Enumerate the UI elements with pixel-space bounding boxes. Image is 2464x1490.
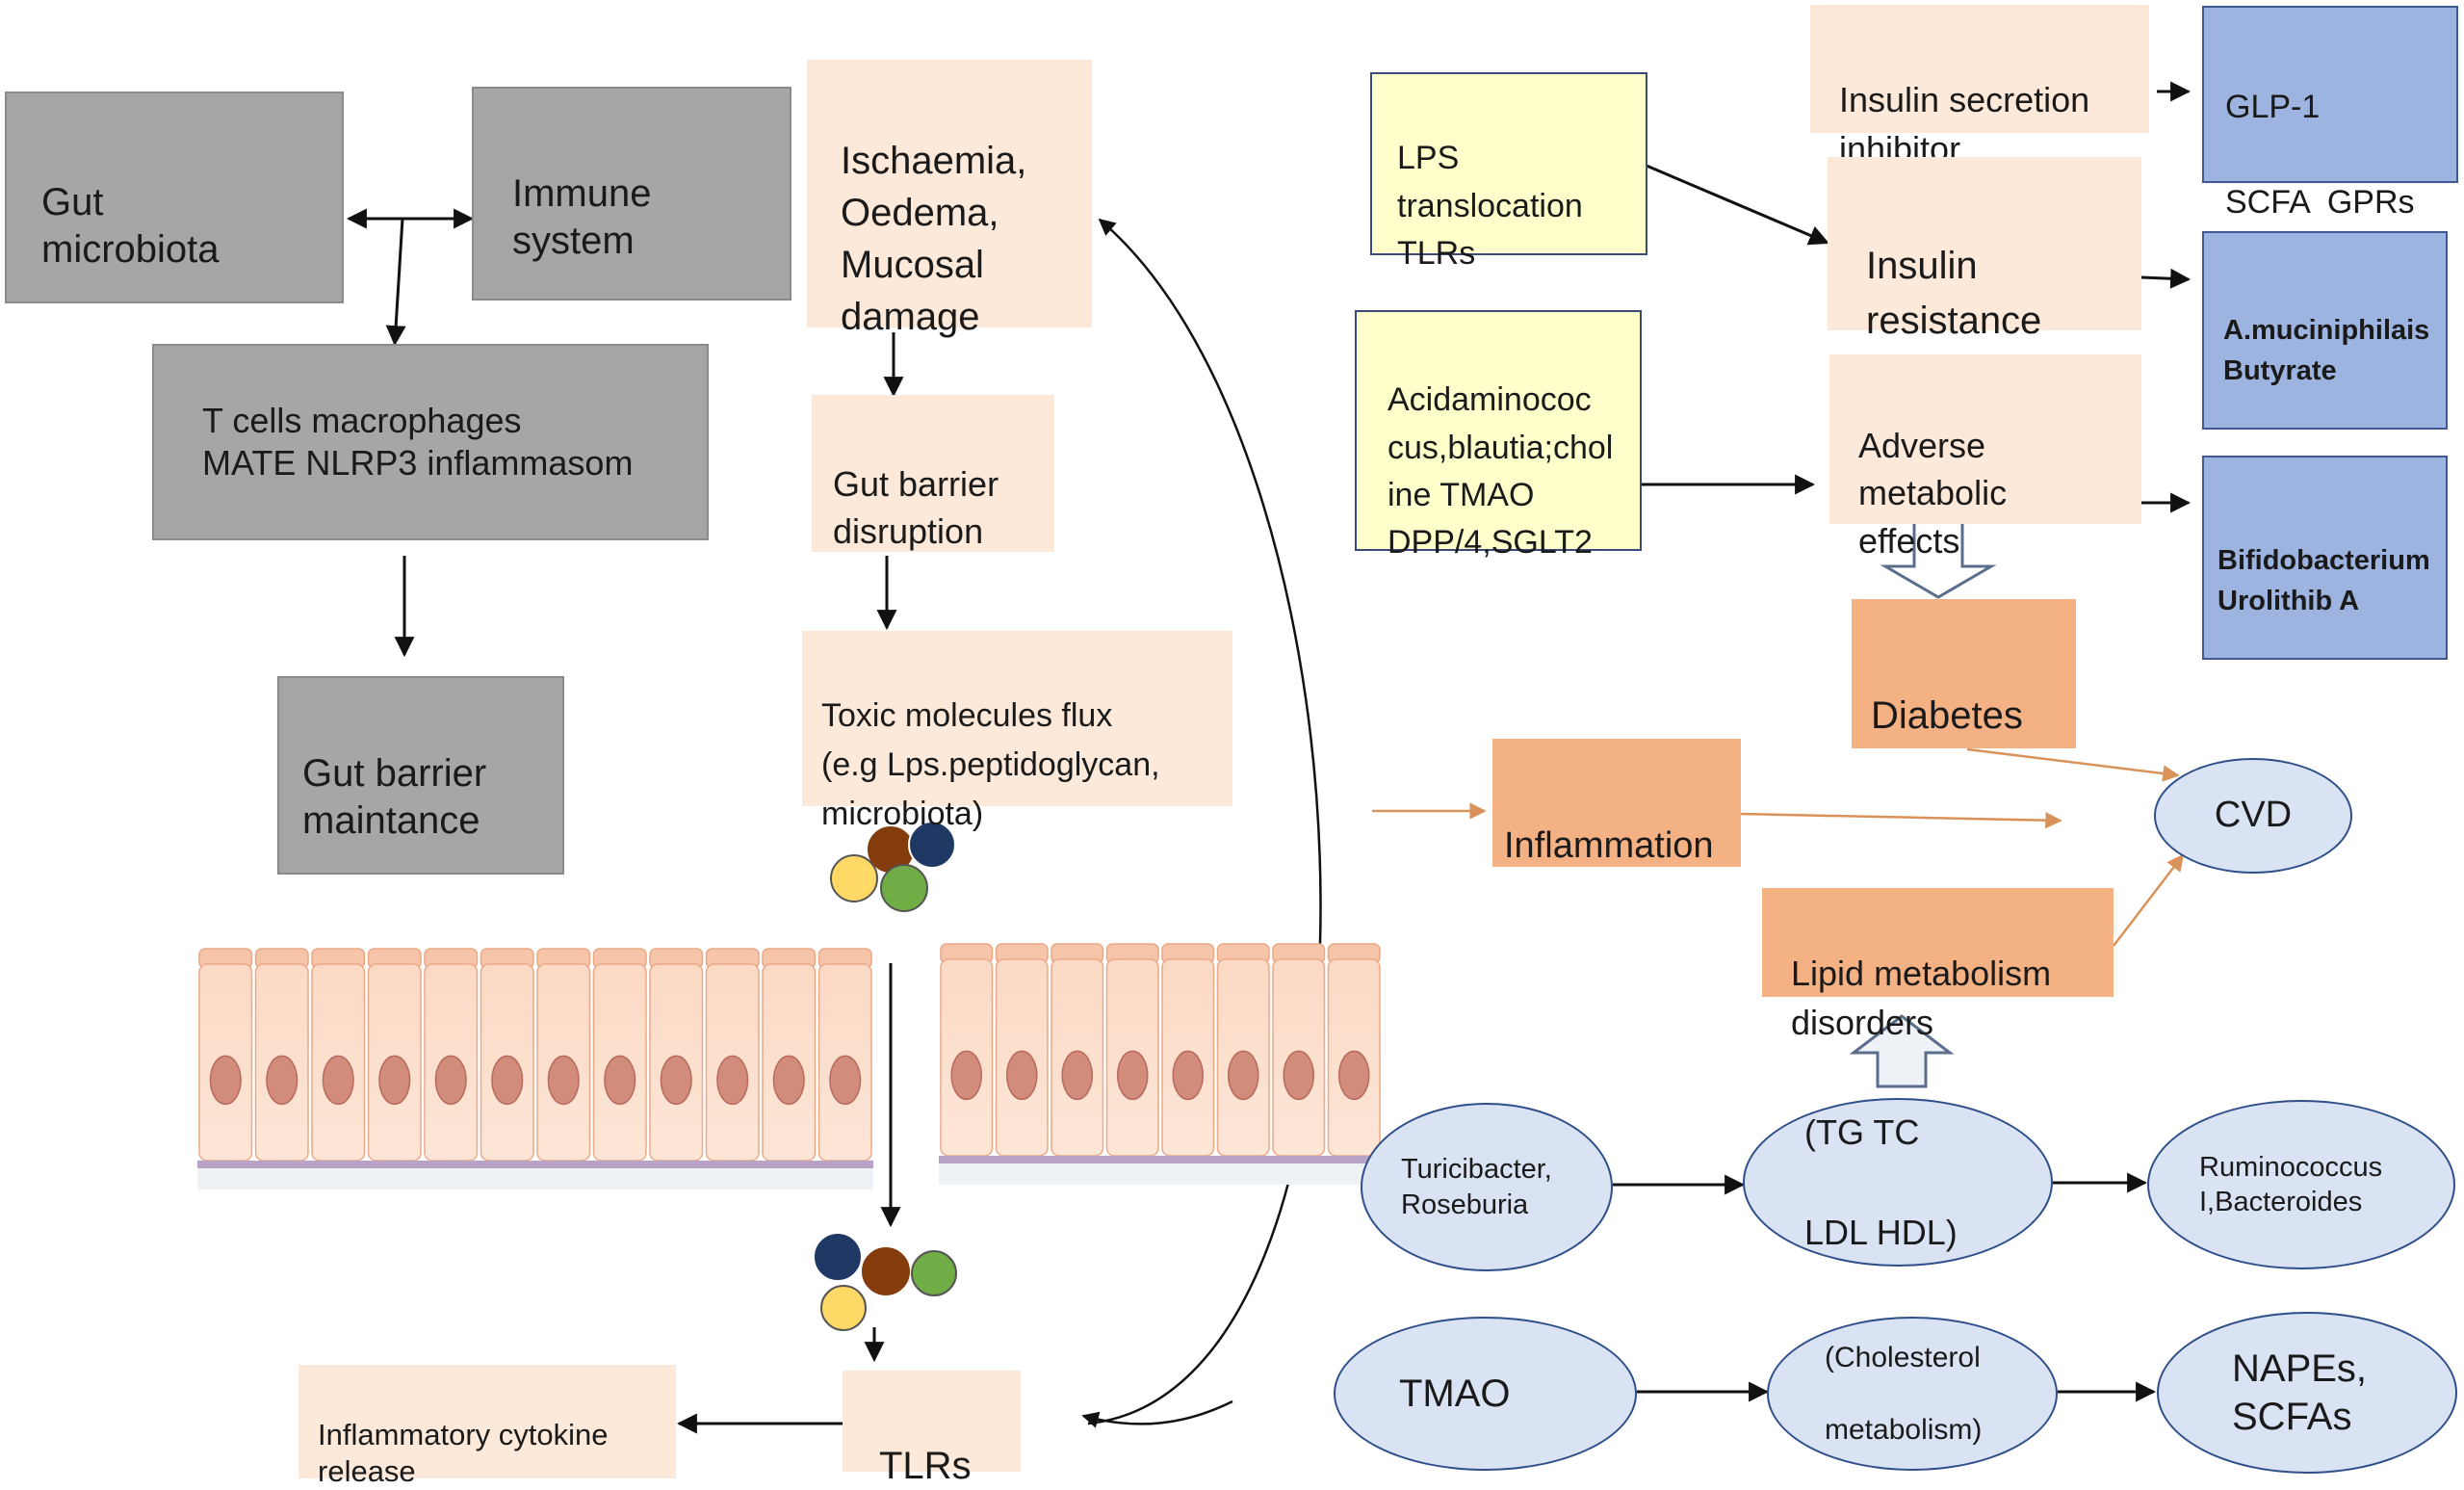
adverse-effects-label: Adverse metabolic effects — [1858, 425, 2008, 562]
epithelial-cell — [649, 948, 704, 1162]
gut-microbiota-box: Gut microbiota — [5, 91, 344, 303]
insulin-resistance-box: Insulin resistance — [1828, 157, 2141, 342]
epithelial-cell — [592, 948, 647, 1162]
arrow-lipids-cvd — [2113, 853, 2185, 947]
ruminococcus-label: Ruminococcus I,Bacteroides — [2199, 1151, 2383, 1217]
arrow-resistance-akk — [2140, 268, 2192, 289]
lamina-shadow — [939, 1163, 1382, 1185]
basement-membrane — [939, 1156, 1382, 1163]
tmao-label: TMAO — [1399, 1372, 1511, 1415]
lipids-ellipse: (TG TC LDL HDL) — [1743, 1098, 2053, 1267]
inflammation-box: Inflammation — [1492, 739, 1741, 867]
bifidobacterium-box: Bifidobacterium Urolithib A — [2202, 456, 2448, 660]
cholesterol-ellipse: (Cholesterol metabolism) — [1767, 1317, 2058, 1471]
curve-tail-tlrs — [1081, 1399, 1233, 1428]
epithelial-cell — [705, 948, 760, 1162]
scfa-gprs-label: SCFA GPRs — [2225, 183, 2415, 221]
curve-tlrs-ischaemia — [1087, 218, 1322, 1425]
arrow-diabetes-cvd — [1966, 747, 2180, 782]
arrow-to-tcells — [385, 218, 406, 347]
cvd-ellipse: CVD — [2154, 758, 2352, 874]
epithelial-cell — [1272, 943, 1326, 1157]
immune-system-label: Immune system — [512, 171, 652, 262]
ruminococcus-ellipse: Ruminococcus I,Bacteroides — [2147, 1100, 2455, 1269]
epithelial-cell — [1050, 943, 1104, 1157]
tmao-ellipse: TMAO — [1334, 1317, 1637, 1471]
epithelial-cell — [424, 948, 479, 1162]
akkermansia-label: A.muciniphilais Butyrate — [2223, 315, 2430, 387]
insulin-resistance-label: Insulin resistance — [1866, 244, 2042, 342]
lipids-line2: LDL HDL) — [1804, 1213, 1958, 1252]
bifidobacterium-label: Bifidobacterium Urolithib A — [2218, 545, 2430, 617]
toxic-molecules-box: Toxic molecules flux (e.g Lps.peptidogly… — [802, 631, 1232, 832]
toxic-molecules-label: Toxic molecules flux (e.g Lps.peptidogly… — [821, 697, 1160, 832]
epithelial-cell — [1105, 943, 1159, 1157]
epithelial-cell — [1161, 943, 1215, 1157]
insulin-secretion-box: Insulin secretion inhibitor — [1810, 5, 2149, 169]
cvd-label: CVD — [2214, 795, 2293, 836]
epithelial-cell — [198, 948, 253, 1162]
akkermansia-box: A.muciniphilais Butyrate — [2202, 231, 2448, 430]
diabetes-label: Diabetes — [1871, 693, 2023, 737]
diabetes-box: Diabetes — [1852, 599, 2076, 748]
epithelium-right — [939, 943, 1382, 1185]
epithelial-cell — [817, 948, 872, 1162]
tlrs-label: TLRs — [879, 1444, 972, 1487]
hollow-arrow-adverse-diabetes — [1880, 518, 1997, 599]
arrow-inflammation-cvd — [1740, 811, 2062, 829]
epithelial-cell — [254, 948, 309, 1162]
turicibacter-ellipse: Turicibacter, Roseburia — [1361, 1103, 1613, 1271]
cytokine-release-label: Inflammatory cytokine release — [318, 1417, 609, 1488]
turicibacter-label: Turicibacter, Roseburia — [1401, 1154, 1552, 1220]
lps-translocation-label: LPS translocation TLRs — [1397, 140, 1583, 272]
epithelial-cell — [1327, 943, 1381, 1157]
arrow-lps-insulin — [1646, 164, 1829, 246]
acidaminococcus-label: Acidaminococ cus,blautia;chol ine TMAO D… — [1388, 381, 1614, 562]
gut-microbiota-label: Gut microbiota — [41, 180, 220, 271]
acidaminococcus-box: Acidaminococ cus,blautia;chol ine TMAO D… — [1355, 310, 1642, 561]
epithelial-cell — [940, 943, 994, 1157]
cytokine-release-box: Inflammatory cytokine release — [298, 1365, 676, 1488]
molecule-cluster-bottom — [813, 1232, 957, 1331]
cholesterol-label: (Cholesterol metabolism) — [1825, 1303, 1982, 1484]
epithelial-cell — [480, 948, 534, 1162]
lps-translocation-box: LPS translocation TLRs — [1370, 72, 1647, 272]
lipid-disorders-label: Lipid metabolism disorders — [1791, 954, 2052, 1043]
glp1-box: GLP-1 SCFA GPRs — [2202, 6, 2458, 221]
epithelial-cell — [367, 948, 422, 1162]
epithelium-left — [197, 948, 873, 1189]
tlrs-box: TLRs — [843, 1371, 1021, 1487]
ischaemia-box: Ischaemia, Oedema, Mucosal damage — [807, 60, 1092, 338]
epithelial-cell — [1216, 943, 1270, 1157]
glp1-label: GLP-1 — [2225, 89, 2321, 126]
adverse-effects-box: Adverse metabolic effects — [1829, 354, 2141, 561]
lipids-line1: (TG TC — [1804, 1112, 1920, 1152]
napes-ellipse: NAPEs, SCFAs — [2157, 1312, 2457, 1474]
epithelial-cell — [311, 948, 366, 1162]
t-cells-box: T cells macrophages MATE NLRP3 inflammas… — [152, 344, 709, 540]
cholesterol-line1: (Cholesterol — [1825, 1341, 1981, 1373]
ischaemia-label: Ischaemia, Oedema, Mucosal damage — [841, 140, 1027, 338]
lipid-disorders-box: Lipid metabolism disorders — [1762, 888, 2114, 1042]
insulin-secretion-label: Insulin secretion inhibitor — [1839, 80, 2090, 169]
epithelial-cell — [536, 948, 591, 1162]
epithelial-cell — [995, 943, 1049, 1157]
cholesterol-line2: metabolism) — [1825, 1413, 1983, 1446]
lipids-label: (TG TC LDL HDL) — [1804, 1067, 1958, 1297]
gut-barrier-maintance-box: Gut barrier maintance — [277, 676, 564, 875]
gut-barrier-disruption-box: Gut barrier disruption — [812, 395, 1054, 552]
napes-label: NAPEs, SCFAs — [2232, 1347, 2368, 1438]
epithelial-cell — [762, 948, 817, 1162]
basement-membrane — [197, 1161, 873, 1168]
hollow-arrow-lipids-up — [1849, 1014, 1955, 1088]
gut-barrier-maintance-label: Gut barrier maintance — [302, 751, 487, 842]
gut-barrier-disruption-label: Gut barrier disruption — [833, 463, 999, 552]
lamina-shadow — [197, 1168, 873, 1189]
molecule-cluster-top — [830, 821, 956, 912]
immune-system-box: Immune system — [472, 87, 791, 301]
t-cells-label: T cells macrophages MATE NLRP3 inflammas… — [202, 400, 634, 483]
inflammation-label: Inflammation — [1504, 825, 1714, 867]
